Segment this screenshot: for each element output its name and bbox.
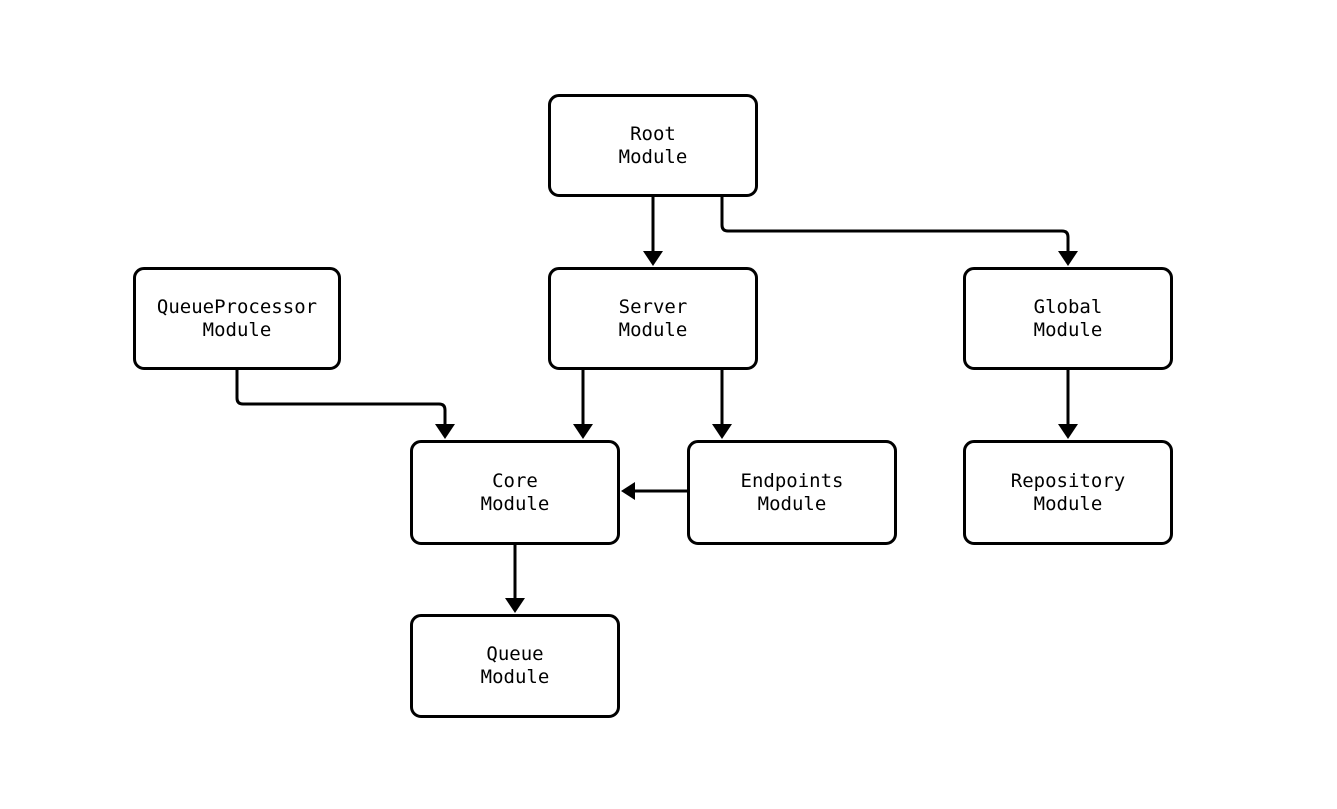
- node-label-primary: Endpoints: [740, 469, 844, 492]
- arrowhead-server-to-endpoints: [712, 424, 732, 439]
- node-label-primary: Core: [492, 469, 538, 492]
- node-label-secondary: Module: [480, 492, 550, 515]
- node-label-primary: QueueProcessor: [156, 295, 318, 318]
- node-label-primary: Global: [1033, 295, 1103, 318]
- arrowhead-global-to-repository: [1058, 424, 1078, 439]
- node-label-primary: Server: [618, 295, 688, 318]
- node-label-secondary: Module: [618, 318, 688, 341]
- node-label-secondary: Module: [618, 145, 688, 168]
- node-label-secondary: Module: [1033, 318, 1103, 341]
- node-label-primary: Queue: [486, 643, 544, 665]
- edge-root-to-global: [720, 197, 1070, 256]
- arrowhead-queueprocessor-to-core: [435, 424, 455, 439]
- arrowhead-endpoints-to-core: [621, 482, 635, 500]
- arrowhead-core-to-queue: [505, 598, 525, 613]
- arrowhead-root-to-server: [643, 251, 663, 266]
- arrowhead-server-to-core: [573, 424, 593, 439]
- node-label-secondary: Module: [1033, 492, 1103, 515]
- arrowhead-root-to-global: [1058, 251, 1078, 266]
- node-label-secondary: Module: [480, 666, 550, 688]
- node-label-secondary: Module: [202, 318, 272, 341]
- node-label-secondary: Module: [757, 492, 827, 515]
- node-label-primary: Root: [630, 122, 676, 145]
- edge-queueprocessor-to-core: [235, 370, 447, 429]
- node-label-primary: Repository: [1010, 469, 1126, 492]
